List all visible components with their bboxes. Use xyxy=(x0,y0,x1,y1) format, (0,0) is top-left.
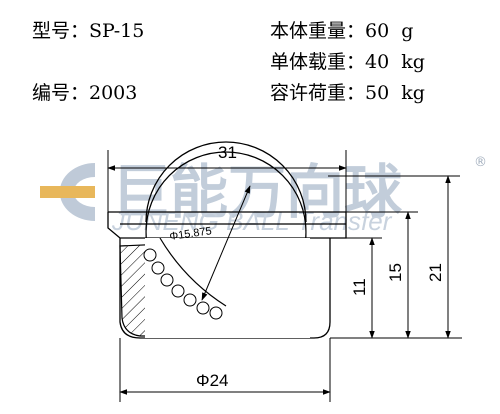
dim-base-dia-label: Φ24 xyxy=(196,371,228,390)
watermark-en: JUNENG BALL Transfer xyxy=(111,206,393,236)
height-extension-lines xyxy=(328,175,462,339)
dim-base-dia xyxy=(119,338,331,402)
dim-top-width xyxy=(107,150,347,212)
dim-ball-dia-label: Φ15.875 xyxy=(169,225,213,243)
watermark-registered-mark: ® xyxy=(474,155,487,170)
dim-h21-label: 21 xyxy=(426,263,445,282)
main-ball-arc xyxy=(145,141,307,223)
single-load-text: 单体载重：40 kg xyxy=(270,51,425,73)
allowed-load-text: 容许荷重：50 kg xyxy=(270,82,425,104)
dim-h15-label: 15 xyxy=(386,263,405,282)
watermark-logo-icon xyxy=(40,162,95,222)
dim-h11-label: 11 xyxy=(350,278,369,296)
model-text: 型号：SP-15 xyxy=(32,20,145,42)
dim-ball-dia-line xyxy=(201,185,251,301)
code-text: 编号：2003 xyxy=(32,82,138,104)
bearing-balls xyxy=(143,248,223,320)
dim-top-width-label: 31 xyxy=(218,143,237,162)
body-weight-text: 本体重量：60 g xyxy=(270,20,414,42)
